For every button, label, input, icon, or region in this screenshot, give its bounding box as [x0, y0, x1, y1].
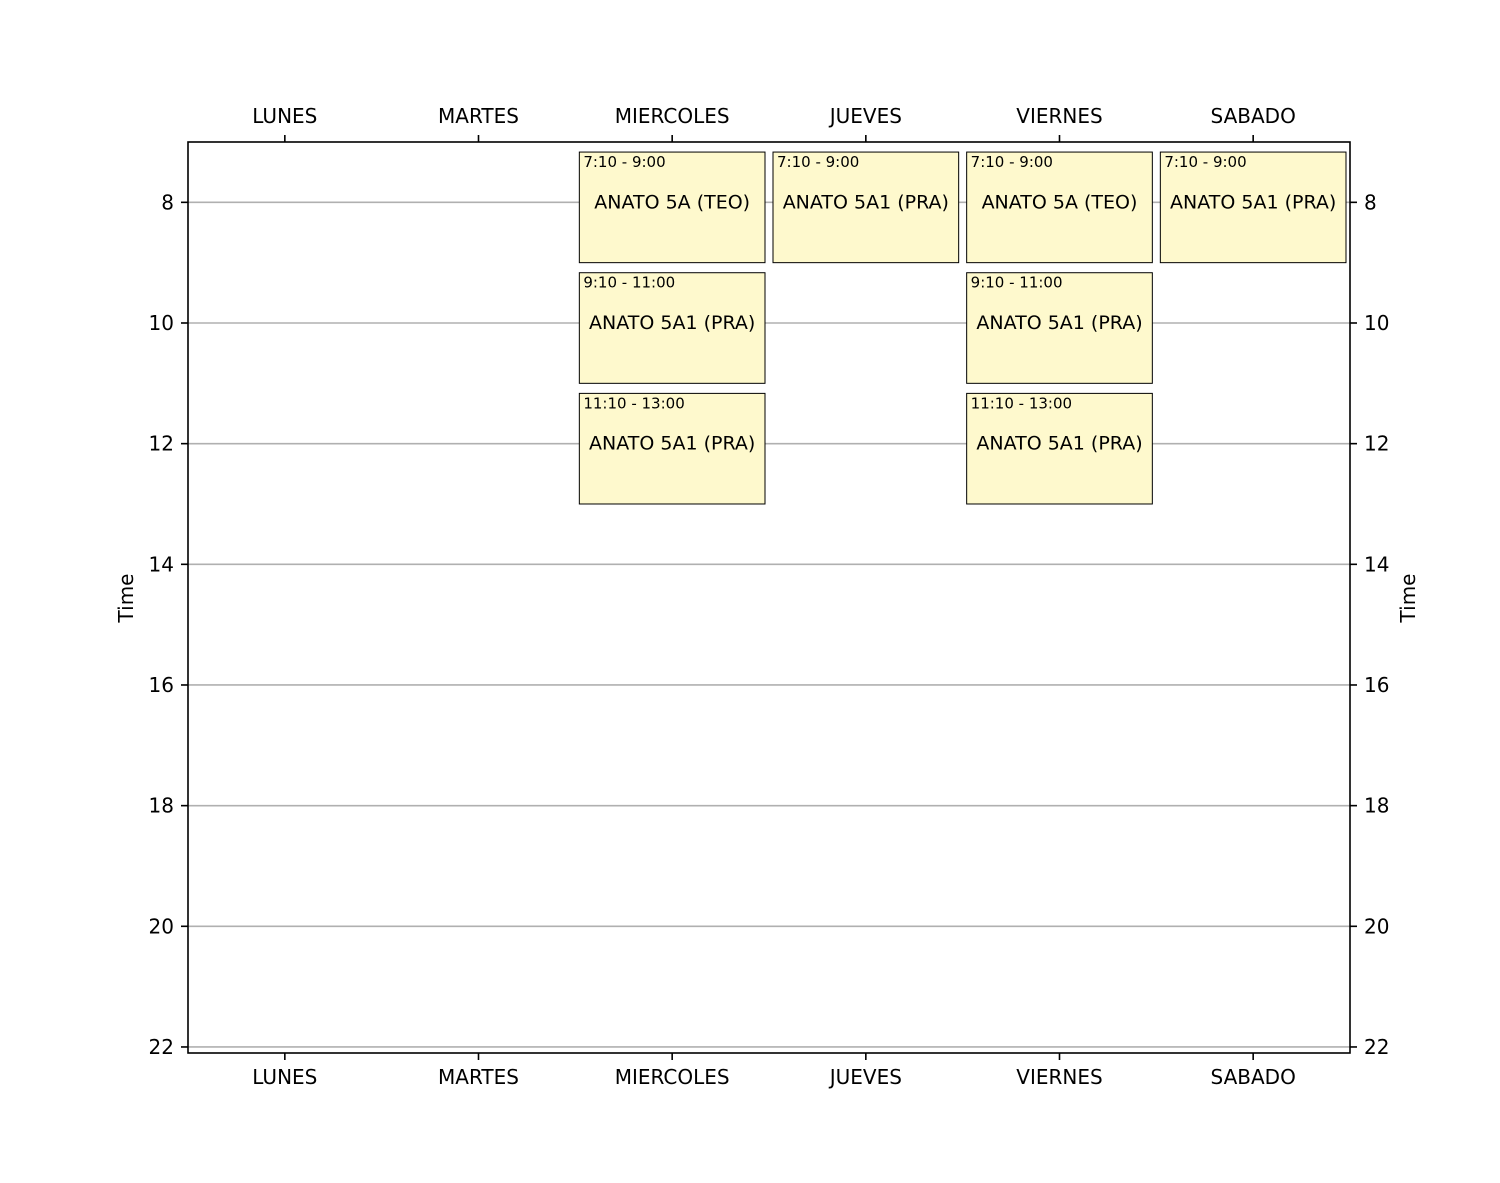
event-course-label: ANATO 5A1 (PRA)	[783, 191, 949, 213]
day-label-top-viernes: VIERNES	[1016, 104, 1102, 128]
event-box	[966, 392, 1153, 505]
day-label-top-miercoles: MIERCOLES	[615, 104, 730, 128]
ytick-label-right-22: 22	[1364, 1035, 1389, 1059]
ytick-label-left-8: 8	[161, 190, 174, 214]
day-label-bottom-sabado: SABADO	[1211, 1065, 1296, 1089]
grid-lines	[188, 201, 1350, 1048]
event-box	[1159, 151, 1347, 264]
ytick-label-right-10: 10	[1364, 311, 1389, 335]
event-course-label: ANATO 5A1 (PRA)	[589, 312, 755, 334]
event-time-label: 9:10 - 11:00	[971, 274, 1063, 292]
event-time-label: 11:10 - 13:00	[971, 394, 1072, 412]
ytick-label-left-20: 20	[149, 914, 174, 938]
ytick-label-left-16: 16	[149, 673, 174, 697]
event-course-label: ANATO 5A (TEO)	[982, 191, 1138, 213]
event-course-label: ANATO 5A1 (PRA)	[589, 433, 755, 455]
day-label-bottom-jueves: JUEVES	[828, 1065, 902, 1089]
event-time-label: 7:10 - 9:00	[971, 153, 1053, 171]
event-course-label: ANATO 5A (TEO)	[594, 191, 750, 213]
event-box	[966, 151, 1153, 264]
y-axis-title-left: Time	[114, 574, 138, 624]
event-time-label: 9:10 - 11:00	[583, 274, 675, 292]
ytick-label-right-12: 12	[1364, 432, 1389, 456]
day-label-bottom-viernes: VIERNES	[1016, 1065, 1102, 1089]
event-box	[578, 272, 766, 384]
event-course-label: ANATO 5A1 (PRA)	[1170, 191, 1336, 213]
ytick-label-right-18: 18	[1364, 794, 1389, 818]
day-label-bottom-miercoles: MIERCOLES	[615, 1065, 730, 1089]
event-box	[772, 151, 960, 264]
event-time-label: 7:10 - 9:00	[777, 153, 859, 171]
ytick-label-left-12: 12	[149, 432, 174, 456]
ytick-label-left-14: 14	[149, 552, 174, 576]
plot-frame	[187, 141, 1351, 1054]
day-label-top-sabado: SABADO	[1211, 104, 1296, 128]
day-label-bottom-lunes: LUNES	[252, 1065, 317, 1089]
event-time-label: 7:10 - 9:00	[1164, 153, 1246, 171]
ytick-label-right-16: 16	[1364, 673, 1389, 697]
ytick-label-left-18: 18	[149, 794, 174, 818]
event-box	[578, 151, 766, 264]
ytick-label-right-8: 8	[1364, 190, 1377, 214]
event-time-label: 7:10 - 9:00	[583, 153, 665, 171]
ytick-label-right-14: 14	[1364, 552, 1389, 576]
event-time-label: 11:10 - 13:00	[583, 394, 684, 412]
event-course-label: ANATO 5A1 (PRA)	[976, 433, 1142, 455]
day-label-top-lunes: LUNES	[252, 104, 317, 128]
ytick-label-right-20: 20	[1364, 914, 1389, 938]
ytick-label-left-22: 22	[149, 1035, 174, 1059]
event-box	[578, 392, 766, 505]
ytick-label-left-10: 10	[149, 311, 174, 335]
day-label-top-jueves: JUEVES	[828, 104, 902, 128]
event-course-label: ANATO 5A1 (PRA)	[976, 312, 1142, 334]
day-label-top-martes: MARTES	[438, 104, 519, 128]
event-box	[966, 272, 1153, 384]
y-axis-title-right: Time	[1396, 574, 1420, 624]
day-label-bottom-martes: MARTES	[438, 1065, 519, 1089]
